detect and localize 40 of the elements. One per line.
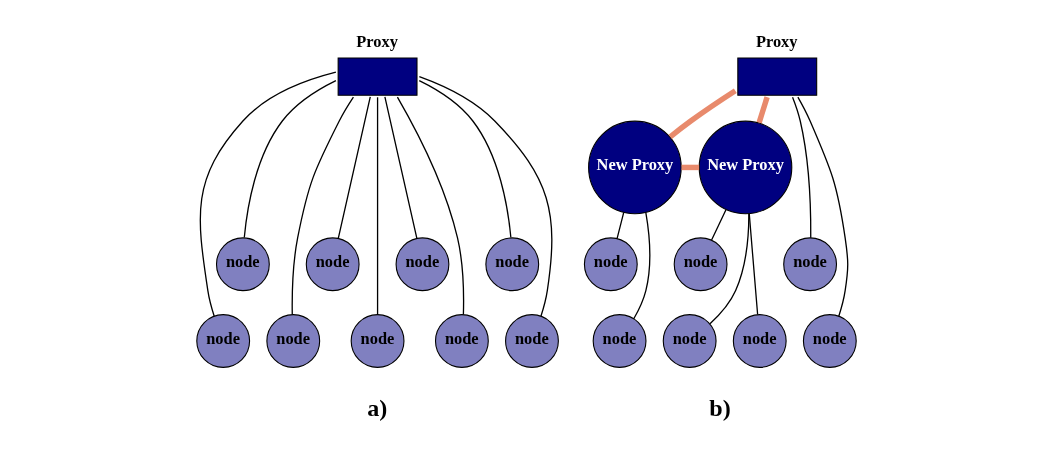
label: a) <box>367 395 388 422</box>
connector <box>710 209 727 241</box>
connector <box>791 96 812 239</box>
node-circle: node <box>305 237 360 292</box>
node-circle: node <box>215 237 270 292</box>
label: b) <box>709 395 731 422</box>
node-circle: node <box>196 314 251 368</box>
connector <box>376 96 379 316</box>
connector <box>418 76 553 317</box>
node-label: Proxy <box>755 32 798 52</box>
connector <box>243 80 337 239</box>
connector <box>797 96 849 317</box>
node-circle: node <box>505 314 559 368</box>
node-circle: node <box>395 237 450 292</box>
connector <box>199 71 337 317</box>
node-circle: node <box>434 314 489 368</box>
connector <box>633 211 651 320</box>
node-circle: node <box>662 314 717 368</box>
node-circle: New Proxy <box>588 120 682 215</box>
node-circle: node <box>673 237 728 292</box>
connector <box>616 211 625 240</box>
node-circle: node <box>802 314 857 368</box>
connector <box>418 80 512 239</box>
connector <box>384 96 418 240</box>
connector <box>668 88 737 139</box>
connector <box>748 213 759 316</box>
node-circle: node <box>732 314 787 368</box>
node-circle: node <box>583 237 638 292</box>
connector <box>396 96 465 316</box>
connector <box>709 213 750 325</box>
node-circle: node <box>485 237 540 292</box>
node-circle: node <box>592 314 647 368</box>
node-circle: node <box>266 314 321 368</box>
node-circle: New Proxy <box>698 120 793 215</box>
node-circle: node <box>783 237 838 292</box>
node-label: Proxy <box>356 32 398 52</box>
node-circle: node <box>350 314 405 368</box>
connector <box>337 96 371 240</box>
connector <box>756 96 770 124</box>
connector <box>291 96 355 316</box>
